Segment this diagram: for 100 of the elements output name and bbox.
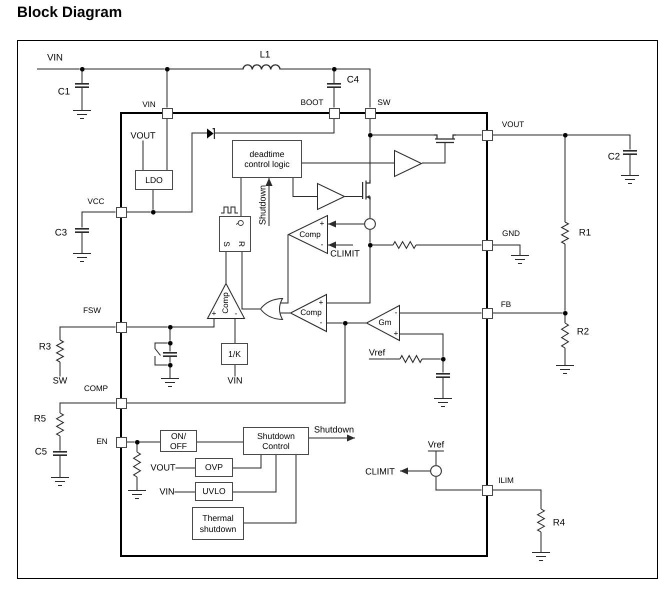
junction-dot (168, 324, 172, 330)
wire (422, 142, 446, 164)
signal-name: CLIMIT (365, 468, 395, 476)
pin-label: ILIM (498, 477, 514, 485)
wire (436, 476, 482, 490)
junction-dot (134, 440, 140, 444)
wire (442, 377, 444, 398)
signal-name: Shutdown (258, 184, 268, 226)
transistor-symbol (362, 180, 370, 200)
block-label: ON/ OFF (169, 430, 188, 452)
wire (292, 178, 318, 197)
junction-dot (164, 66, 170, 72)
wire (564, 348, 566, 366)
wire (126, 326, 168, 328)
wire (416, 244, 482, 246)
polarity-sign: + (320, 220, 324, 228)
ground-symbol (128, 490, 146, 499)
pin-label: BOOT (300, 99, 324, 107)
polarity-sign: + (212, 310, 216, 318)
polarity-sign: - (320, 241, 324, 249)
terminal-letter: R (237, 241, 245, 247)
part-label: C3 (54, 228, 68, 238)
polarity-sign: - (234, 310, 238, 318)
polarity-sign: + (394, 330, 398, 338)
wire (564, 244, 566, 312)
polarity-sign: + (318, 299, 324, 307)
comparator-symbol (288, 215, 328, 254)
wire (242, 252, 260, 310)
pin-label: VCC (88, 198, 104, 206)
latch-block (219, 216, 251, 252)
ground-symbol (161, 378, 179, 387)
wire (142, 140, 144, 170)
pin-label: FSW (83, 307, 101, 315)
ground-symbol (511, 255, 529, 264)
signal-name: Shutdown (314, 426, 354, 434)
ground-symbol (51, 477, 69, 486)
wire (566, 134, 630, 150)
protection-block (195, 458, 233, 477)
pin-label: SW (378, 99, 390, 107)
block-label: 1/K (228, 348, 241, 360)
wire (492, 134, 564, 136)
wire (302, 162, 394, 164)
wire (346, 322, 366, 324)
wire (280, 68, 332, 70)
junction-dot (562, 132, 568, 138)
part-label: R3 (38, 342, 52, 352)
block-label: Thermal shutdown (198, 513, 238, 534)
block-label: Comp (299, 230, 321, 238)
part-label: C2 (608, 152, 620, 162)
wire (166, 70, 168, 108)
junction-dot (342, 320, 348, 326)
part-label: R4 (552, 518, 566, 528)
wire (442, 360, 444, 373)
junction-dot (332, 66, 336, 72)
wire (60, 402, 116, 414)
part-label: C1 (58, 87, 70, 97)
ground-symbol (621, 175, 639, 184)
ground-symbol (532, 552, 550, 561)
pin-label: GND (502, 230, 520, 238)
wire (232, 454, 262, 468)
wire (372, 134, 434, 136)
terminal-letter: S (222, 241, 230, 247)
block-label: Comp (300, 309, 322, 317)
signal-name: VOUT (130, 132, 156, 140)
signal-name: VOUT (150, 464, 176, 472)
junction-dot (368, 242, 372, 248)
wire (540, 532, 542, 552)
part-label: R5 (34, 414, 46, 424)
enable-block (160, 430, 197, 452)
wire (492, 312, 564, 314)
protection-block (192, 507, 244, 540)
resistor-symbol (393, 241, 416, 249)
transistor-symbol (434, 134, 456, 143)
junction-dot (368, 132, 372, 138)
wire (456, 134, 482, 136)
wire (154, 132, 208, 212)
wire (422, 358, 442, 360)
wire (280, 234, 288, 304)
wire (214, 118, 334, 134)
pin-label: COMP (84, 385, 108, 393)
signal-arrow (400, 468, 430, 474)
wire (280, 312, 290, 314)
wire (234, 364, 236, 377)
wire (36, 68, 80, 70)
wire (84, 68, 166, 70)
driver-symbol (317, 183, 345, 210)
wire (492, 244, 520, 256)
capacitor-symbol (163, 352, 177, 356)
junction-dot (150, 210, 156, 214)
junction-dot (80, 66, 84, 72)
diagram-title: Block Diagram (17, 5, 122, 20)
amplifier-symbol (366, 305, 400, 341)
signal-arrow (328, 242, 354, 248)
signal-arrow (328, 220, 364, 228)
junction-dot (562, 310, 568, 316)
pin-label: FB (500, 301, 512, 309)
wire (344, 196, 362, 197)
wire (136, 476, 138, 490)
divider-block (221, 343, 248, 365)
ground-symbol (73, 110, 91, 119)
